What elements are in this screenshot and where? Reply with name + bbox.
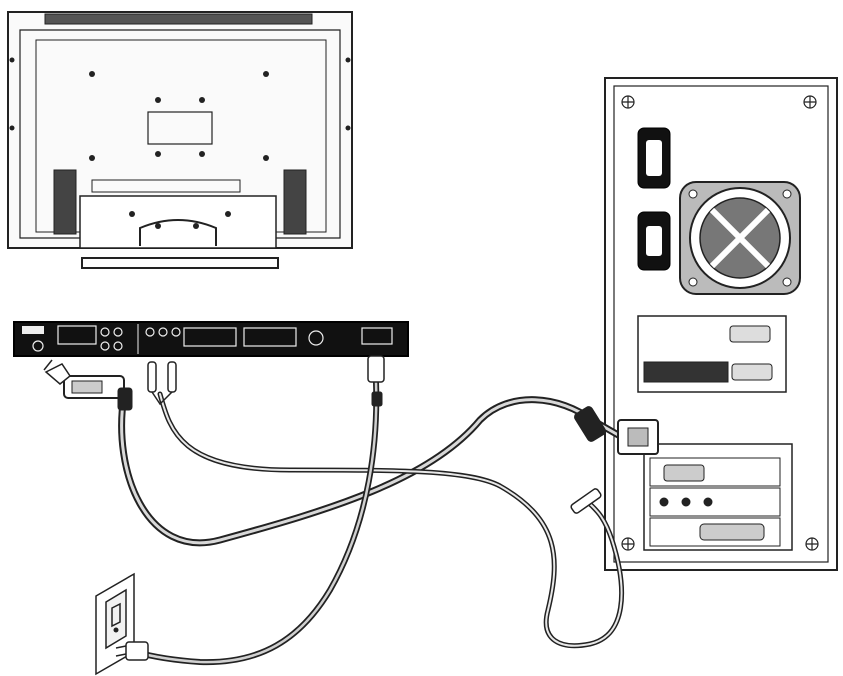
audio-cable xyxy=(147,361,624,649)
pc-tower xyxy=(604,77,838,571)
power-socket xyxy=(637,127,671,189)
tv-connector-panel xyxy=(13,321,409,357)
power-socket xyxy=(637,211,671,271)
expansion-slots xyxy=(643,443,793,551)
hand-pointer-icon xyxy=(43,359,72,385)
wall-outlet xyxy=(95,572,135,676)
tv-rear xyxy=(7,11,353,269)
power-cable xyxy=(115,355,385,666)
fan-grille xyxy=(679,181,801,295)
vga-cable xyxy=(63,375,659,547)
io-plate xyxy=(637,315,787,393)
